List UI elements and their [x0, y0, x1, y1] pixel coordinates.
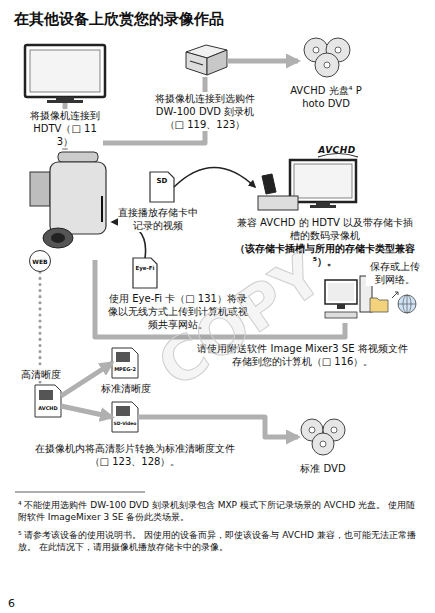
caption-text: 兼容 AVCHD 的 HDTV 以及带存储卡插槽的数码录像机 [235, 216, 415, 242]
page-number: 6 [8, 597, 28, 611]
network-icons-part [398, 295, 416, 313]
caption-text: 将摄像机连接到选购件 DW-100 DVD 刻录机（□ 119、123） [150, 92, 260, 131]
file-label: AVCHD [36, 405, 60, 412]
mpeg2-file-node: MPEG-2标准清晰度 [112, 348, 138, 378]
camcorder-illustration-part [58, 152, 98, 162]
footnote: ⁵ 请参考该设备的使用说明书。 因使用的设备而异，即使该设备与 AVCHD 兼容… [18, 530, 423, 553]
disc-stack-illustration-part [313, 47, 319, 53]
avchd-logo: AVCHD [313, 145, 361, 157]
caption-text: 高清晰度 [15, 368, 67, 381]
disc-stack-illustration [304, 38, 350, 77]
caption-text: 将摄像机连接到 HDTV（□ 113） [27, 109, 103, 148]
footnote: ⁴ 不能使用选购件 DW-100 DVD 刻录机刻录包含 MXP 模式下所记录场… [18, 500, 423, 523]
standard-dvd-illustration-part [312, 433, 334, 455]
camcorder-illustration-part [43, 228, 73, 248]
avchd-tv-node: AVCHD兼容 AVCHD 的 HDTV 以及带存储卡插槽的数码录像机（该存储卡… [255, 158, 360, 213]
standard-dvd-node: 标准 DVD [298, 418, 348, 456]
sd-card-illustration-part [150, 172, 174, 202]
camcorder-illustration-part [30, 172, 50, 206]
file-icons-part [39, 390, 53, 400]
gray-arrow [227, 59, 298, 64]
disc-stack-illustration-part [315, 53, 339, 77]
dvd-burner-illustration-part [186, 52, 207, 75]
curved-arrow [174, 168, 255, 188]
eye-fi-card-illustration-part [133, 258, 157, 288]
camcorder-illustration-part [101, 196, 103, 222]
disc-stack-illustration-part [335, 47, 341, 53]
dvd-burner-illustration-part [190, 61, 203, 65]
file-icons-part [112, 348, 138, 378]
sd-card-node: SD直接播放存储卡中记录的视频 [150, 172, 174, 202]
network-icons-part [392, 292, 398, 298]
network-node: 保存或上传到网络。 [362, 258, 428, 318]
camcorder-node: WEB [30, 150, 112, 260]
computer-illustration-part [337, 304, 345, 309]
eye-fi-card-illustration [133, 258, 157, 288]
caption-text: 直接播放存储卡中记录的视频 [118, 206, 198, 232]
footnote-rule [15, 492, 145, 493]
camcorder-illustration-part [50, 162, 106, 234]
avchd-tv-illustration-part [310, 205, 336, 208]
tv-illustration-part [30, 50, 100, 92]
file-icons-part [116, 352, 130, 362]
dvd-burner-illustration-part [207, 50, 227, 75]
eye-fi-node: Eye-Fi使用 Eye-Fi 卡（□ 131）将录像以无线方式上传到计算机或视… [133, 258, 157, 288]
page-title: 在其他设备上欣赏您的录像作品 [14, 10, 419, 30]
footnote-rule-part [15, 492, 145, 493]
avchd-tv-illustration-part [262, 174, 276, 194]
standard-dvd-illustration-part [320, 441, 326, 447]
dvd-burner-illustration [186, 45, 227, 75]
caption-text: 标准 DVD [293, 462, 353, 475]
tv-illustration-part [25, 45, 105, 97]
caption-text: 保存或上传到网络。 [366, 260, 424, 286]
standard-dvd-illustration-part [331, 427, 337, 433]
card-label: Eye-Fi [134, 265, 156, 272]
tv-illustration [25, 45, 105, 103]
avchd-tv-illustration-part [294, 164, 352, 198]
web-button: WEB [29, 250, 51, 272]
card-label: SD [152, 177, 172, 186]
avchd-tv-illustration [258, 154, 358, 211]
sd-card-illustration [150, 172, 174, 202]
conversion-note: 在摄像机内将高清影片转换为标准清晰度文件（□ 123、128）。 [35, 442, 235, 468]
gray-arrow [138, 417, 298, 437]
camcorder-illustration [30, 152, 106, 248]
network-icons-part [403, 295, 411, 313]
file-label: SD-Video [112, 421, 138, 427]
standard-dvd-illustration [301, 419, 345, 455]
avchd-file-node: AVCHD高清晰度 [35, 385, 61, 417]
gray-arrow [61, 406, 112, 417]
caption-text: 标准清晰度 [97, 382, 155, 395]
tv-node: 将摄像机连接到 HDTV（□ 113） [25, 45, 105, 103]
file-label: MPEG-2 [113, 366, 137, 373]
file-icons-part [35, 385, 61, 417]
network-icons-part [370, 298, 388, 312]
avchd-tv-illustration-part [290, 160, 356, 202]
disc-node: AVCHD 光盘⁴ Photo DVD [298, 38, 353, 78]
dotted-connector [39, 260, 42, 385]
file-icons-part [116, 406, 130, 416]
camcorder-illustration-part [51, 233, 65, 243]
network-icons-part [398, 295, 416, 313]
computer-illustration-part [325, 312, 357, 318]
disc-stack-illustration-part [324, 62, 330, 68]
dvd-burner-node: 将摄像机连接到选购件 DW-100 DVD 刻录机（□ 119、123） [182, 45, 227, 77]
network-icons [370, 292, 416, 313]
file-icons-part [112, 402, 138, 432]
tv-illustration-part [47, 100, 83, 103]
caption-text: AVCHD 光盘⁴ Photo DVD [290, 84, 362, 110]
standard-dvd-illustration-part [309, 427, 315, 433]
sd-video-file-node: SD-Video [112, 402, 138, 432]
avchd-tv-illustration-part [258, 196, 298, 210]
